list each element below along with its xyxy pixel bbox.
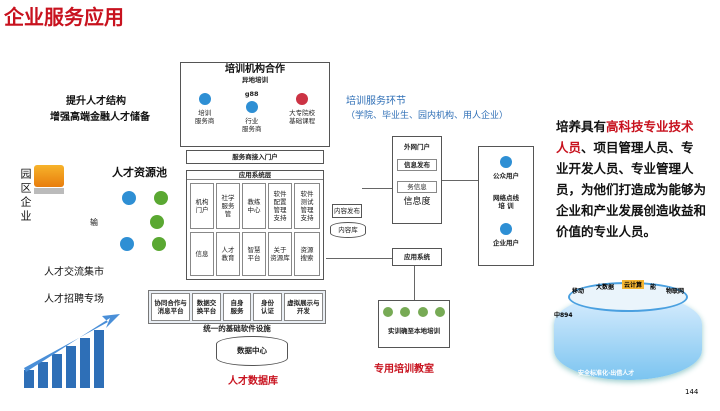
talent-market-label: 人才交流集市 <box>44 267 104 278</box>
offsite-label: 异地培训 <box>242 76 268 84</box>
upgrade-text-1: 提升人才结构 <box>66 96 126 107</box>
extranet-box: 外网门户 信息发布 务信息 信息度 <box>392 136 442 224</box>
recruit-label: 人才招聘专场 <box>44 294 104 305</box>
public-user-icon <box>500 156 512 168</box>
app-layer-title: 应用系统层 <box>187 171 323 180</box>
graduate-icon <box>296 93 309 105</box>
connector-line-2 <box>326 258 392 259</box>
task-info-cell: 务信息 <box>397 181 437 193</box>
env-title: 培训服务环节 <box>346 96 406 107</box>
data-center-label: 数据中心 <box>237 346 267 355</box>
people-group-icon <box>122 190 168 209</box>
users-box: 公众用户 网络点线 培 训 企业用户 <box>478 146 534 266</box>
coop-item-1: 培训 服务商 <box>195 90 214 133</box>
app-cell-10: 资源 搜索 <box>294 232 320 276</box>
training-coop-box: 培训机构合作 异地培训 培训 服务商 g88 行业 服务商 大专院校 基础课程 <box>180 62 330 147</box>
infra-label: 统一的基础软件设施 <box>203 324 271 333</box>
app-cell-6: 信息 <box>190 232 214 276</box>
app-cell-1: 机构 门户 <box>190 183 214 229</box>
platform-cell-3: 自身 服务 <box>222 293 252 321</box>
platform-cell-1: 协同合作与 消息平台 <box>151 293 191 321</box>
output-label: 输 <box>90 218 98 227</box>
local-training-label: 实训确至本地培训 <box>388 327 440 335</box>
app-cell-7: 人才 教育 <box>216 232 240 276</box>
desc-highlight: 高科技专业技术人员 <box>556 119 694 155</box>
people-group-icon-3 <box>120 236 166 255</box>
enterprise-user-icon <box>500 223 512 235</box>
badge-label: g88 <box>244 90 259 98</box>
extranet-title: 外网门户 <box>404 143 430 151</box>
env-sub: （学院、毕业生、园内机构、用人企业） <box>346 111 509 121</box>
platform-row: 协同合作与 消息平台 数据交 换平台 自身 服务 身份 认证 虚拟展示与 开发 <box>148 290 326 324</box>
local-training-box: 实训确至本地培训 <box>378 300 450 348</box>
talent-db-label: 人才数据库 <box>228 376 278 387</box>
coop-item-2: g88 行业 服务商 <box>241 90 262 133</box>
app-cell-8: 智慧 平台 <box>242 232 266 276</box>
park-enterprise-label: 园区企业 <box>19 168 32 224</box>
right-description: 培养具有高科技专业技术人员、项目管理人员、专业开发人员、专业管理人员，为他们打造… <box>556 116 706 242</box>
data-center-cylinder: 数据中心 <box>216 336 288 366</box>
info-degree-label: 信息度 <box>403 197 431 207</box>
ring-bottom-label: 安全标准化·出借人才 <box>578 370 635 377</box>
building-icon <box>34 165 64 187</box>
ring-label-3: 云计算 <box>622 280 645 289</box>
ring-label-2: 大数据 <box>596 284 615 291</box>
ring-label-6: 中894 <box>554 312 573 319</box>
page-number: 144 <box>685 388 699 396</box>
info-publish-cell: 信息发布 <box>397 159 437 171</box>
app-cell-5: 软件 测试 管理 支持 <box>294 183 320 229</box>
network-training-label: 网络点线 培 训 <box>493 194 519 210</box>
talent-pool-label: 人才资源池 <box>112 166 167 179</box>
connector-line-4 <box>442 180 478 181</box>
platform-cell-2: 数据交 换平台 <box>192 293 221 321</box>
coop-title: 培训机构合作 <box>225 64 285 75</box>
desc-rest: 、项目管理人员、专业开发人员、专业管理人员，为他们打造成为能够为企业和产业发展创… <box>556 140 707 239</box>
platform-cell-5: 虚拟展示与 开发 <box>283 293 323 321</box>
app-system-box: 应用系统 <box>392 248 442 266</box>
coop-item-3: 大专院校 基础课程 <box>289 90 315 133</box>
app-cell-9: 关于 资源库 <box>268 232 292 276</box>
user-icon <box>198 93 211 105</box>
provider-portal-bar: 服务商接入门户 <box>186 150 324 164</box>
enterprise-user-label: 企业用户 <box>493 239 519 247</box>
ring-label-4: 能 <box>650 284 657 291</box>
app-cell-4: 软件 配置 管理 支持 <box>268 183 292 229</box>
app-cell-2: 社学 服务 管 <box>216 183 240 229</box>
content-lib-cylinder: 内容库 <box>330 222 366 238</box>
ring-label-1: 移动 <box>572 288 585 295</box>
app-cell-3: 教练 中心 <box>242 183 266 229</box>
content-publish-box: 内容发布 <box>332 204 362 218</box>
connector-line-3 <box>414 266 415 300</box>
classroom-label: 专用培训教室 <box>374 364 434 375</box>
ring-label-5: 物联网 <box>666 288 685 295</box>
page-title: 企业服务应用 <box>4 5 124 29</box>
user-icon <box>245 101 258 113</box>
growth-bars-icon <box>24 314 120 388</box>
upgrade-text-2: 增强高端金融人才储备 <box>50 112 150 123</box>
public-user-label: 公众用户 <box>493 172 519 180</box>
tech-ring-graphic: 移动 大数据 云计算 能 物联网 中894 安全标准化·出借人才 <box>548 276 708 386</box>
app-system-layer: 应用系统层 机构 门户 社学 服务 管 教练 中心 软件 配置 管理 支持 软件… <box>186 170 324 280</box>
platform-cell-4: 身份 认证 <box>253 293 282 321</box>
building-base-icon <box>34 188 64 194</box>
connector-line <box>362 188 392 189</box>
desc-prefix: 培养具有 <box>556 119 607 134</box>
people-group-icon-2 <box>150 214 164 233</box>
